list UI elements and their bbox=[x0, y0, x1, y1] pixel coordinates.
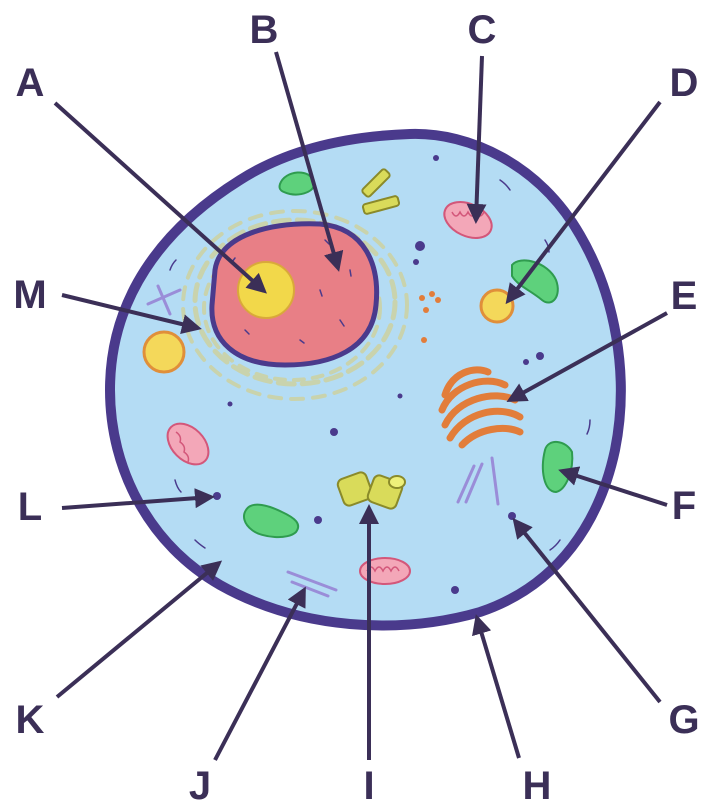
arrow-h bbox=[477, 618, 519, 758]
label-l: L bbox=[18, 487, 42, 527]
label-g: G bbox=[668, 700, 699, 740]
arrow-k bbox=[57, 563, 219, 697]
label-d: D bbox=[670, 63, 699, 103]
arrow-j bbox=[215, 590, 304, 760]
label-f: F bbox=[672, 486, 696, 526]
label-a: A bbox=[16, 63, 45, 103]
label-c: C bbox=[468, 10, 497, 50]
label-b: B bbox=[250, 10, 279, 50]
label-i: I bbox=[363, 766, 374, 806]
arrow-g bbox=[515, 521, 660, 702]
nucleolus bbox=[238, 262, 294, 318]
label-j: J bbox=[189, 766, 211, 806]
label-e: E bbox=[671, 276, 698, 316]
label-m: M bbox=[13, 275, 46, 315]
label-h: H bbox=[523, 766, 552, 806]
label-k: K bbox=[16, 700, 45, 740]
